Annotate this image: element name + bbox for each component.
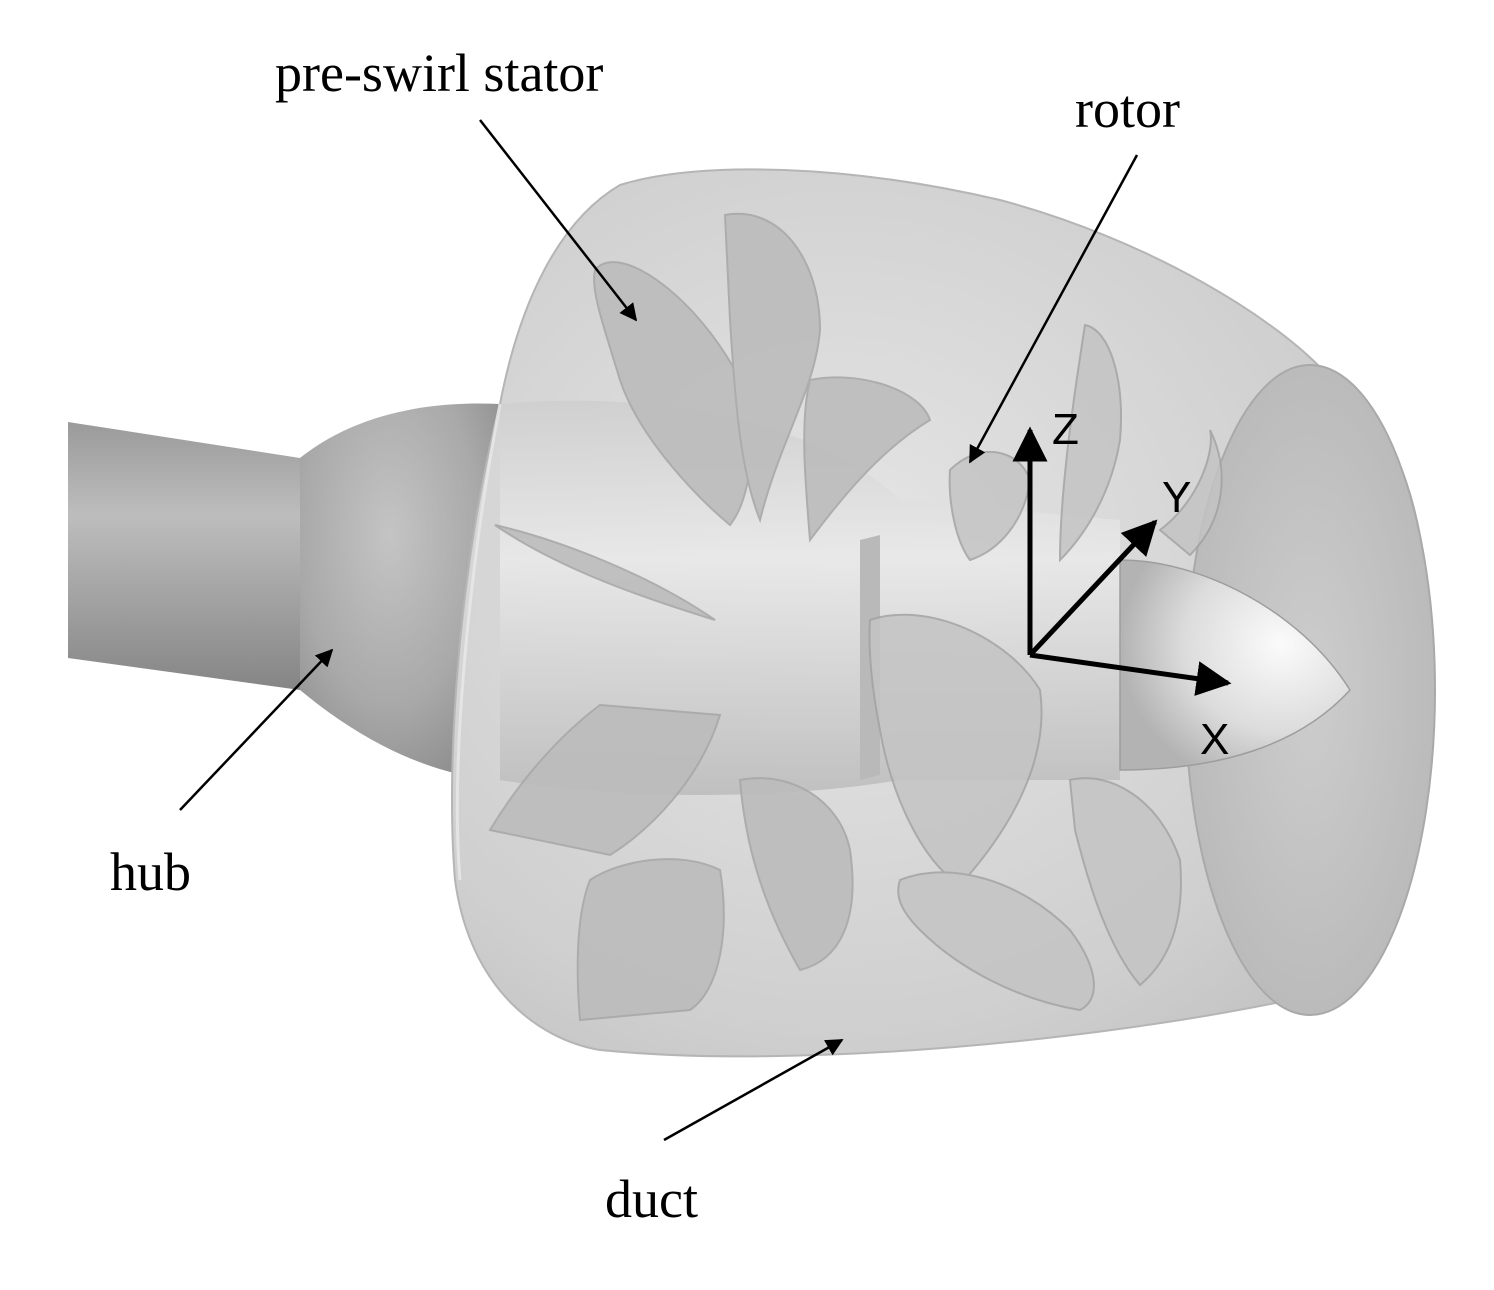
tail-cone bbox=[1119, 559, 1351, 771]
axis-label-z: Z bbox=[1052, 405, 1079, 454]
label-rotor: rotor bbox=[1075, 79, 1180, 139]
label-hub: hub bbox=[110, 842, 191, 902]
label-pre-swirl-stator: pre-swirl stator bbox=[275, 43, 604, 103]
y-axis-arrow bbox=[1028, 519, 1158, 657]
shaft bbox=[68, 422, 300, 690]
stator-arrow bbox=[479, 119, 638, 322]
axis-label-y: Y bbox=[1162, 473, 1192, 522]
rotor-arrow bbox=[968, 154, 1139, 464]
axis-label-x: X bbox=[1200, 715, 1230, 764]
hub-body bbox=[300, 403, 500, 780]
x-axis-arrow bbox=[1029, 652, 1232, 696]
hub-arrow bbox=[179, 648, 334, 811]
duct-arrow bbox=[663, 1038, 844, 1142]
label-duct: duct bbox=[605, 1169, 698, 1229]
stator-blades bbox=[488, 212, 932, 1022]
duct-rim bbox=[455, 403, 502, 881]
rotor-blades bbox=[868, 323, 1223, 1012]
